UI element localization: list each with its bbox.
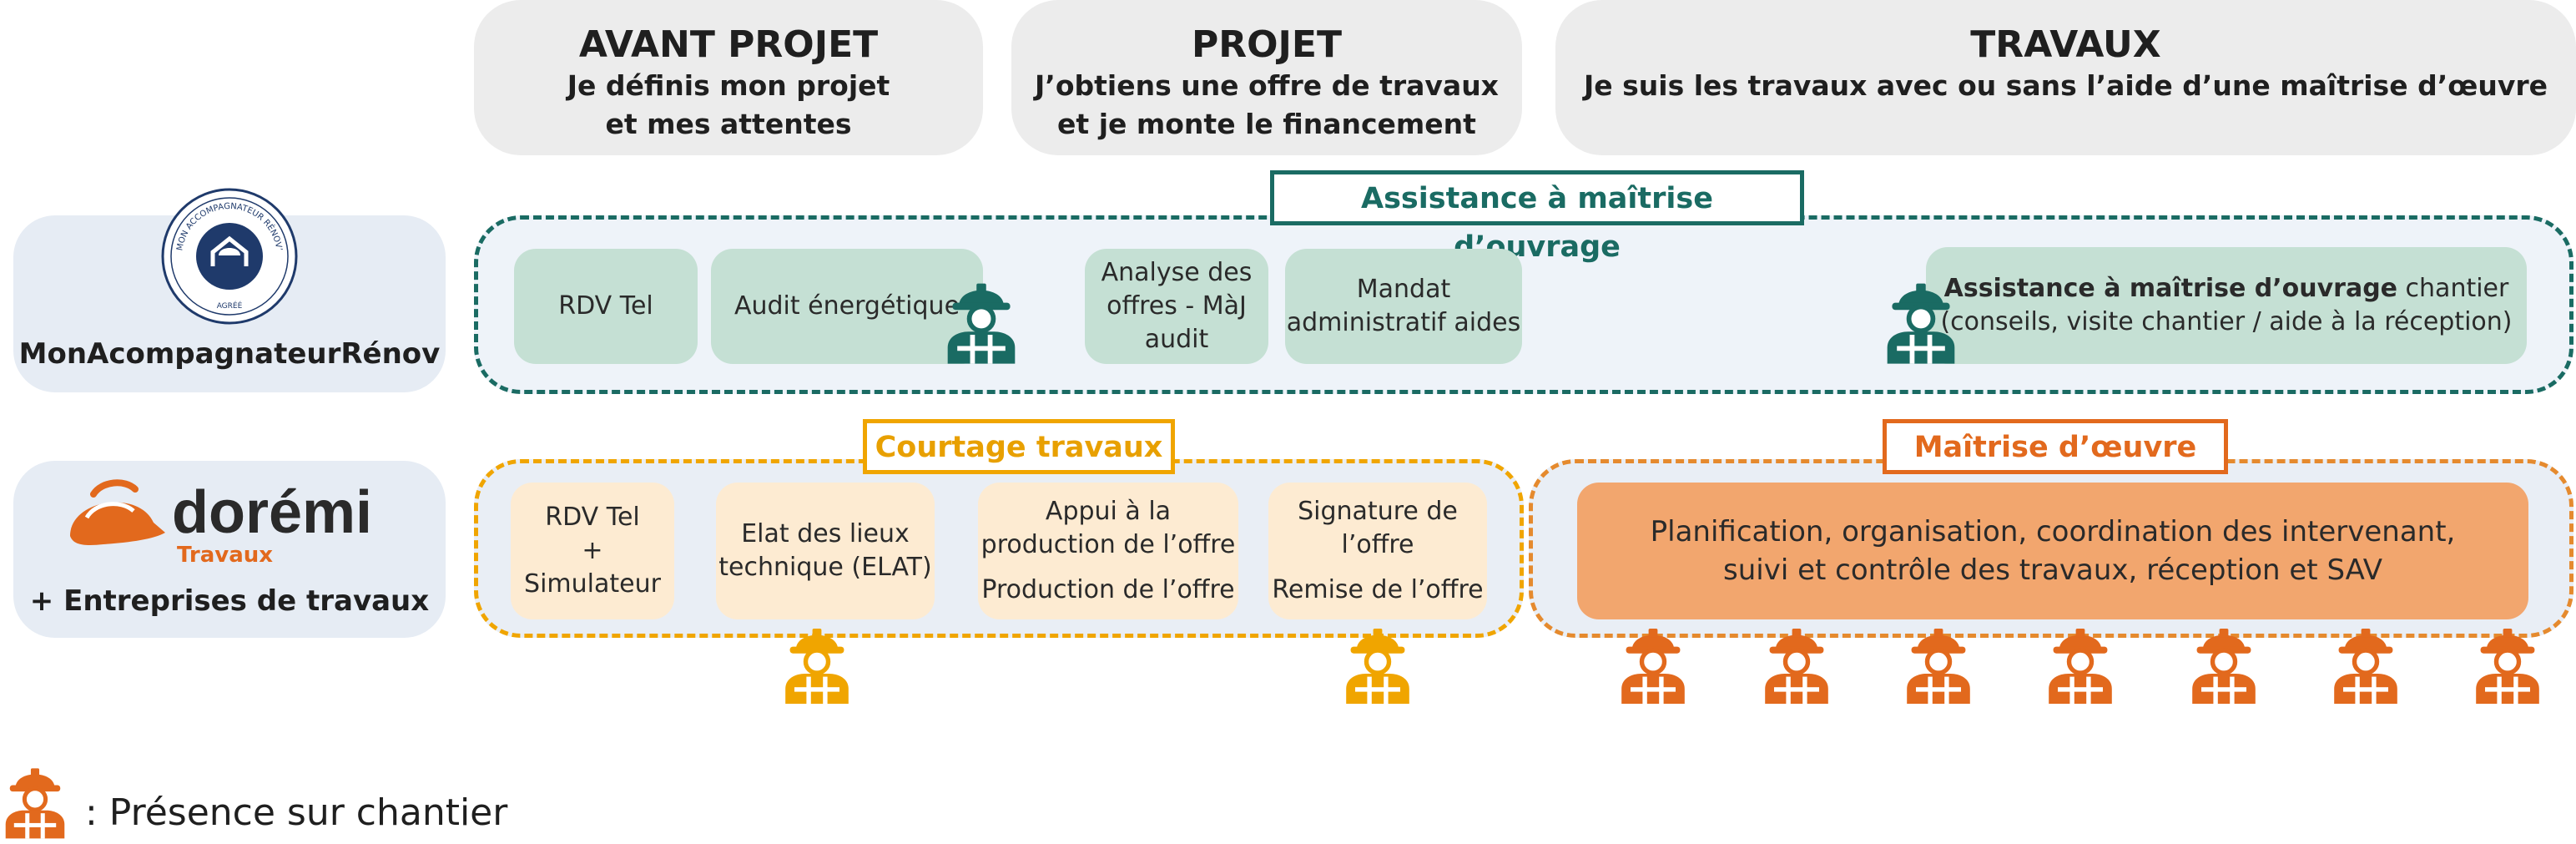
worker-icon <box>1759 613 1834 705</box>
step-amo-chantier: Assistance à maîtrise d’ouvrage chantier… <box>1926 247 2527 364</box>
mar-seal-logo: MON ACCOMPAGNATEUR RÉNOV’ AGRÉÉ <box>161 188 298 325</box>
step-line: suivi et contrôle des travaux, réception… <box>1722 553 2383 587</box>
step-analyse-offres: Analyse des offres - MàJ audit <box>1085 249 1268 364</box>
step-line: Analyse des <box>1101 258 1253 287</box>
step-line: Mandat <box>1356 275 1451 304</box>
step-signature-offre: Signature de l’offre Remise de l’offre <box>1268 483 1487 619</box>
step-line: Appui à la <box>1045 497 1172 526</box>
courtage-label: Courtage travaux <box>863 419 1175 474</box>
phase-projet: PROJET J’obtiens une offre de travaux et… <box>1011 0 1522 155</box>
step-elat: Elat des lieux technique (ELAT) <box>716 483 935 619</box>
phase-subtitle-line1: Je suis les travaux avec ou sans l’aide … <box>1583 69 2548 102</box>
step-line: l’offre <box>1341 530 1414 559</box>
step-line: administratif aides <box>1286 308 1521 337</box>
actor-name: + Entreprises de travaux <box>29 584 430 618</box>
step-planification: Planification, organisation, coordinatio… <box>1577 483 2528 619</box>
amo-label: Assistance à maîtrise d’ouvrage <box>1270 170 1804 264</box>
step-line: Production de l’offre <box>981 575 1235 604</box>
step-line: production de l’offre <box>980 530 1236 559</box>
actor-doremi: dorémi Travaux + Entreprises de travaux <box>13 461 446 638</box>
phase-title: TRAVAUX <box>1970 23 2161 66</box>
worker-icon <box>779 613 854 705</box>
step-line: Elat des lieux <box>741 519 910 548</box>
worker-icon <box>1901 613 1976 705</box>
step-bold-text: Assistance à maîtrise d’ouvrage <box>1943 274 2398 303</box>
step-line: offres - MàJ <box>1107 291 1247 321</box>
moe-label: Maîtrise d’œuvre <box>1883 419 2228 474</box>
step-audit-energetique: Audit énergétique <box>711 249 983 364</box>
step-line: Signature de <box>1298 497 1458 526</box>
step-line: RDV Tel <box>545 503 640 532</box>
step-text: RDV Tel <box>558 291 653 321</box>
phase-subtitle-line2: et je monte le financement <box>1057 108 1476 140</box>
step-text: Audit énergétique <box>733 291 960 321</box>
step-line: Remise de l’offre <box>1272 575 1484 604</box>
phase-title: PROJET <box>1192 23 1342 66</box>
actor-name: MonAcompagnateurRénov <box>18 337 441 371</box>
worker-icon <box>2043 613 2118 705</box>
phase-travaux: TRAVAUX Je suis les travaux avec ou sans… <box>1555 0 2576 155</box>
step-line: audit <box>1144 325 1209 354</box>
worker-icon <box>1340 613 1415 705</box>
brand-name: dorémi <box>172 479 373 546</box>
brand-sub: Travaux <box>177 543 274 568</box>
step-mandat-administratif: Mandat administratif aides <box>1285 249 1522 364</box>
phase-avant-projet: AVANT PROJET Je définis mon projet et me… <box>474 0 983 155</box>
phase-subtitle-line1: J’obtiens une offre de travaux <box>1035 69 1499 102</box>
worker-icon <box>1881 267 1961 364</box>
step-text: chantier <box>2397 274 2509 303</box>
seal-sub-text: AGRÉÉ <box>217 301 243 311</box>
worker-icon <box>2186 613 2261 705</box>
legend-worker-icon <box>0 753 70 840</box>
worker-icon <box>2470 613 2545 705</box>
actor-mon-accompagnateur-renov: MON ACCOMPAGNATEUR RÉNOV’ AGRÉÉ MonAcomp… <box>13 188 446 392</box>
step-rdv-tel: RDV Tel <box>514 249 698 364</box>
worker-icon <box>1616 613 1691 705</box>
phase-subtitle-line1: Je définis mon projet <box>567 69 890 102</box>
step-appui-offre: Appui à la production de l’offre Product… <box>978 483 1238 619</box>
phase-title: AVANT PROJET <box>578 23 879 66</box>
legend-text: : Présence sur chantier <box>85 791 508 834</box>
step-rdv-simulateur: RDV Tel + Simulateur <box>511 483 674 619</box>
worker-icon <box>2328 613 2403 705</box>
step-line: + <box>582 536 603 565</box>
step-line: Simulateur <box>524 569 661 599</box>
step-line: (conseils, visite chantier / aide à la r… <box>1940 307 2513 336</box>
phase-subtitle-line2: et mes attentes <box>605 108 852 140</box>
helmet-logo <box>70 479 165 545</box>
step-line: technique (ELAT) <box>718 553 932 582</box>
worker-icon <box>941 267 1021 364</box>
step-line: Planification, organisation, coordinatio… <box>1650 515 2456 548</box>
